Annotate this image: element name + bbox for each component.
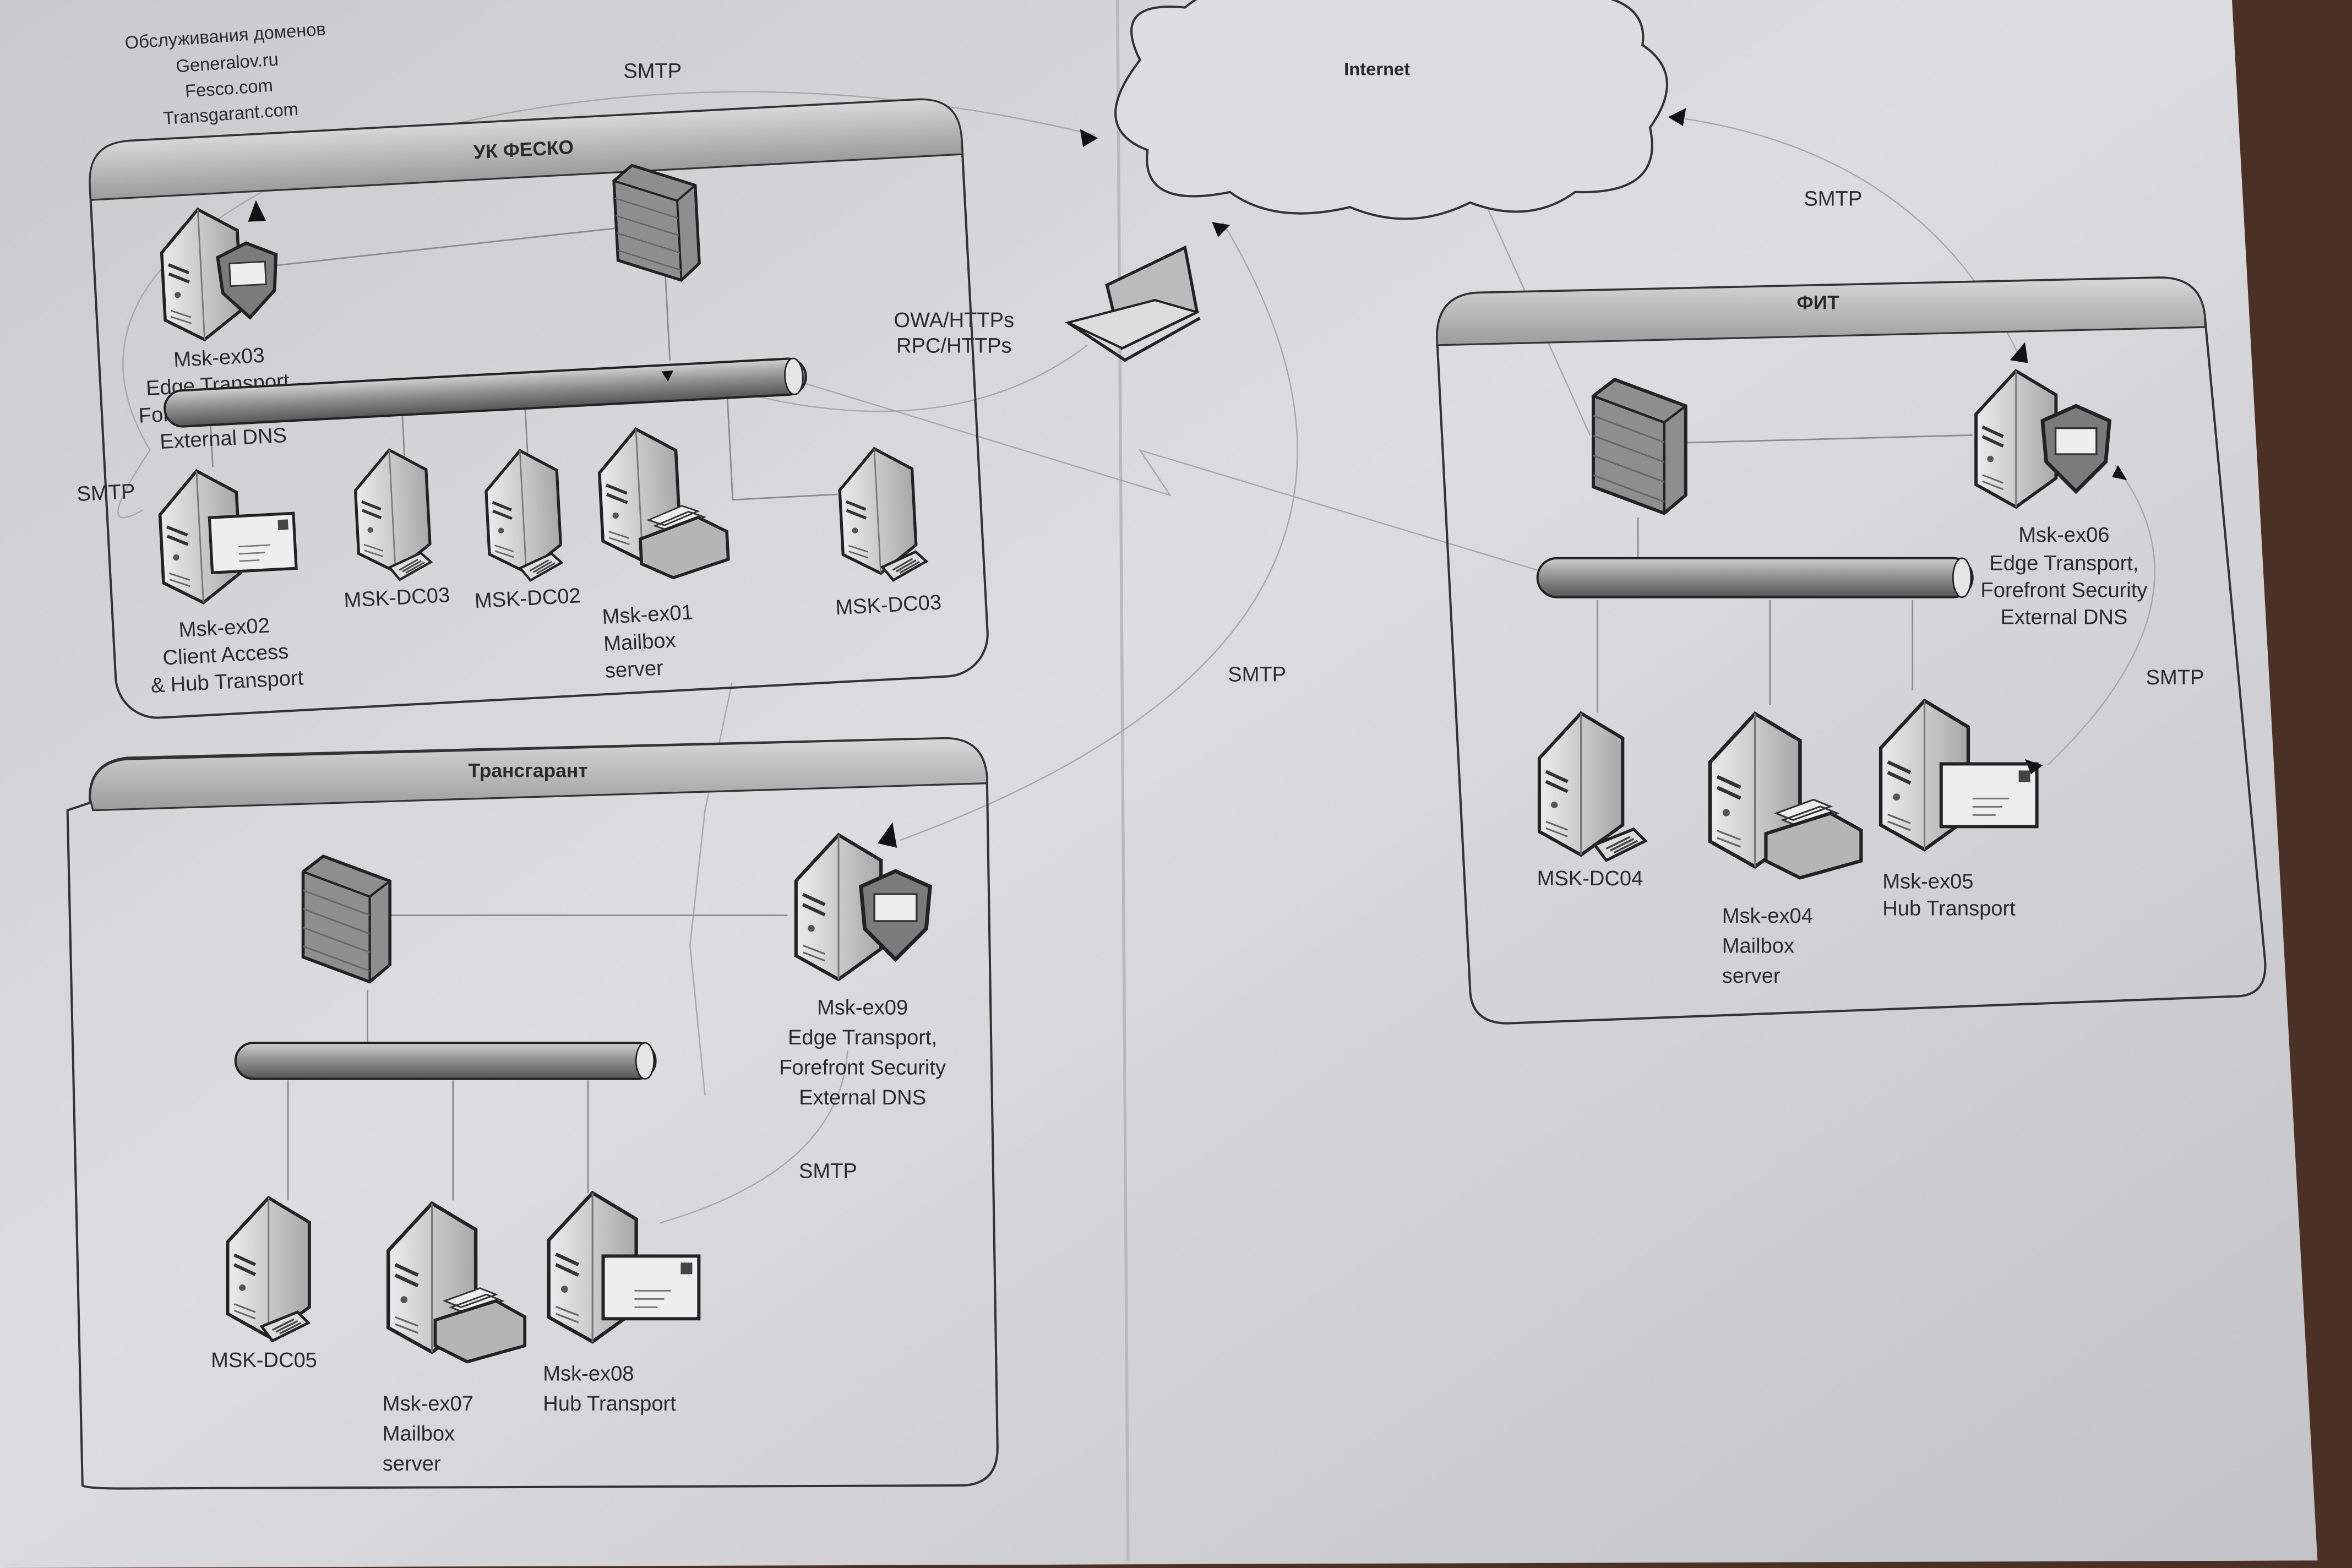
edge-role-3: External DNS [799, 1086, 926, 1109]
site-fesco: УК ФЕСКО Msk-ex03 Edge Transport, Forefr… [77, 98, 989, 719]
arrow-icon [1080, 129, 1098, 148]
site-header [1436, 276, 2206, 346]
paper-fold [1116, 0, 1130, 1561]
edge-role: Edge Transport, [1989, 552, 2138, 575]
envelope-icon [603, 1256, 699, 1319]
site-transgarant: Трансгарант Msk-ex09 Edge Transport, For… [66, 737, 999, 1490]
smtp-label: SMTP [2146, 666, 2204, 689]
mailbox-role-2: server [383, 1452, 441, 1476]
smtp-label-center: SMTP [1228, 662, 1286, 686]
mailbox-role-2: server [605, 656, 664, 683]
mailbox-role: Mailbox [1722, 934, 1794, 958]
edge-server-msk-ex09 [796, 822, 930, 979]
network-bus [1536, 557, 1974, 598]
hub-role: Hub Transport [543, 1392, 676, 1415]
edge-role: Edge Transport, [788, 1026, 937, 1049]
dc-name: MSK-DC03 [835, 590, 942, 619]
smtp-label: SMTP [799, 1159, 857, 1183]
smtp-label: SMTP [77, 480, 136, 506]
edge-server-msk-ex03 [159, 200, 280, 341]
firewall-icon [1593, 379, 1686, 513]
site-title: ФИТ [1796, 291, 1839, 313]
mailbox-name: Msk-ex04 [1722, 904, 1813, 928]
site-fit: ФИТ Msk-ex06 Edge Transport, Forefront S… [1436, 276, 2267, 1025]
edge-name: Msk-ex03 [173, 344, 265, 372]
edge-server-msk-ex06 [1976, 342, 2109, 507]
mailbox-role-2: server [1722, 964, 1781, 988]
internet-label: Internet [1344, 58, 1410, 79]
hub-name: Msk-ex08 [543, 1362, 634, 1385]
dc-name: MSK-DC04 [1537, 867, 1643, 890]
mailbox-name: Msk-ex01 [602, 600, 694, 629]
edge-name: Msk-ex06 [2018, 523, 2109, 547]
owa-https-label: OWA/HTTPs [894, 308, 1014, 332]
site-header [89, 737, 988, 812]
hub-name: Msk-ex05 [1882, 869, 1973, 893]
envelope-icon [209, 513, 296, 573]
internet-cloud: Internet [1080, 0, 1686, 237]
edge-role-2: Forefront Security [1980, 579, 2147, 602]
site-title: УК ФЕСКО [473, 136, 574, 163]
laptop-icon [1064, 245, 1201, 362]
mailbox-role: Mailbox [383, 1422, 455, 1445]
edge-role-2: Forefront Security [779, 1055, 946, 1079]
arrow-icon [1668, 108, 1686, 126]
smtp-label-top: SMTP [623, 59, 682, 83]
envelope-icon [1941, 764, 2037, 826]
hub-role: Hub Transport [1882, 896, 2016, 920]
network-bus [234, 1042, 657, 1080]
network-bus [164, 357, 807, 428]
hub-server-msk-ex05 [1881, 465, 2127, 850]
rpc-https-label: RPC/HTTPs [896, 334, 1012, 357]
firewall-icon [303, 856, 390, 982]
edge-role-3: External DNS [2000, 606, 2127, 629]
dc-name: MSK-DC02 [474, 584, 581, 613]
site-header [89, 98, 963, 201]
dc-name: MSK-DC05 [211, 1348, 317, 1372]
dc-name: MSK-DC03 [344, 583, 451, 612]
edge-name: Msk-ex09 [817, 995, 908, 1019]
mailbox-role: Mailbox [603, 628, 676, 656]
site-title: Трансгарант [468, 760, 587, 782]
smtp-label-right: SMTP [1804, 187, 1862, 210]
mailbox-name: Msk-ex07 [383, 1392, 473, 1415]
cas-name: Msk-ex02 [178, 613, 270, 642]
